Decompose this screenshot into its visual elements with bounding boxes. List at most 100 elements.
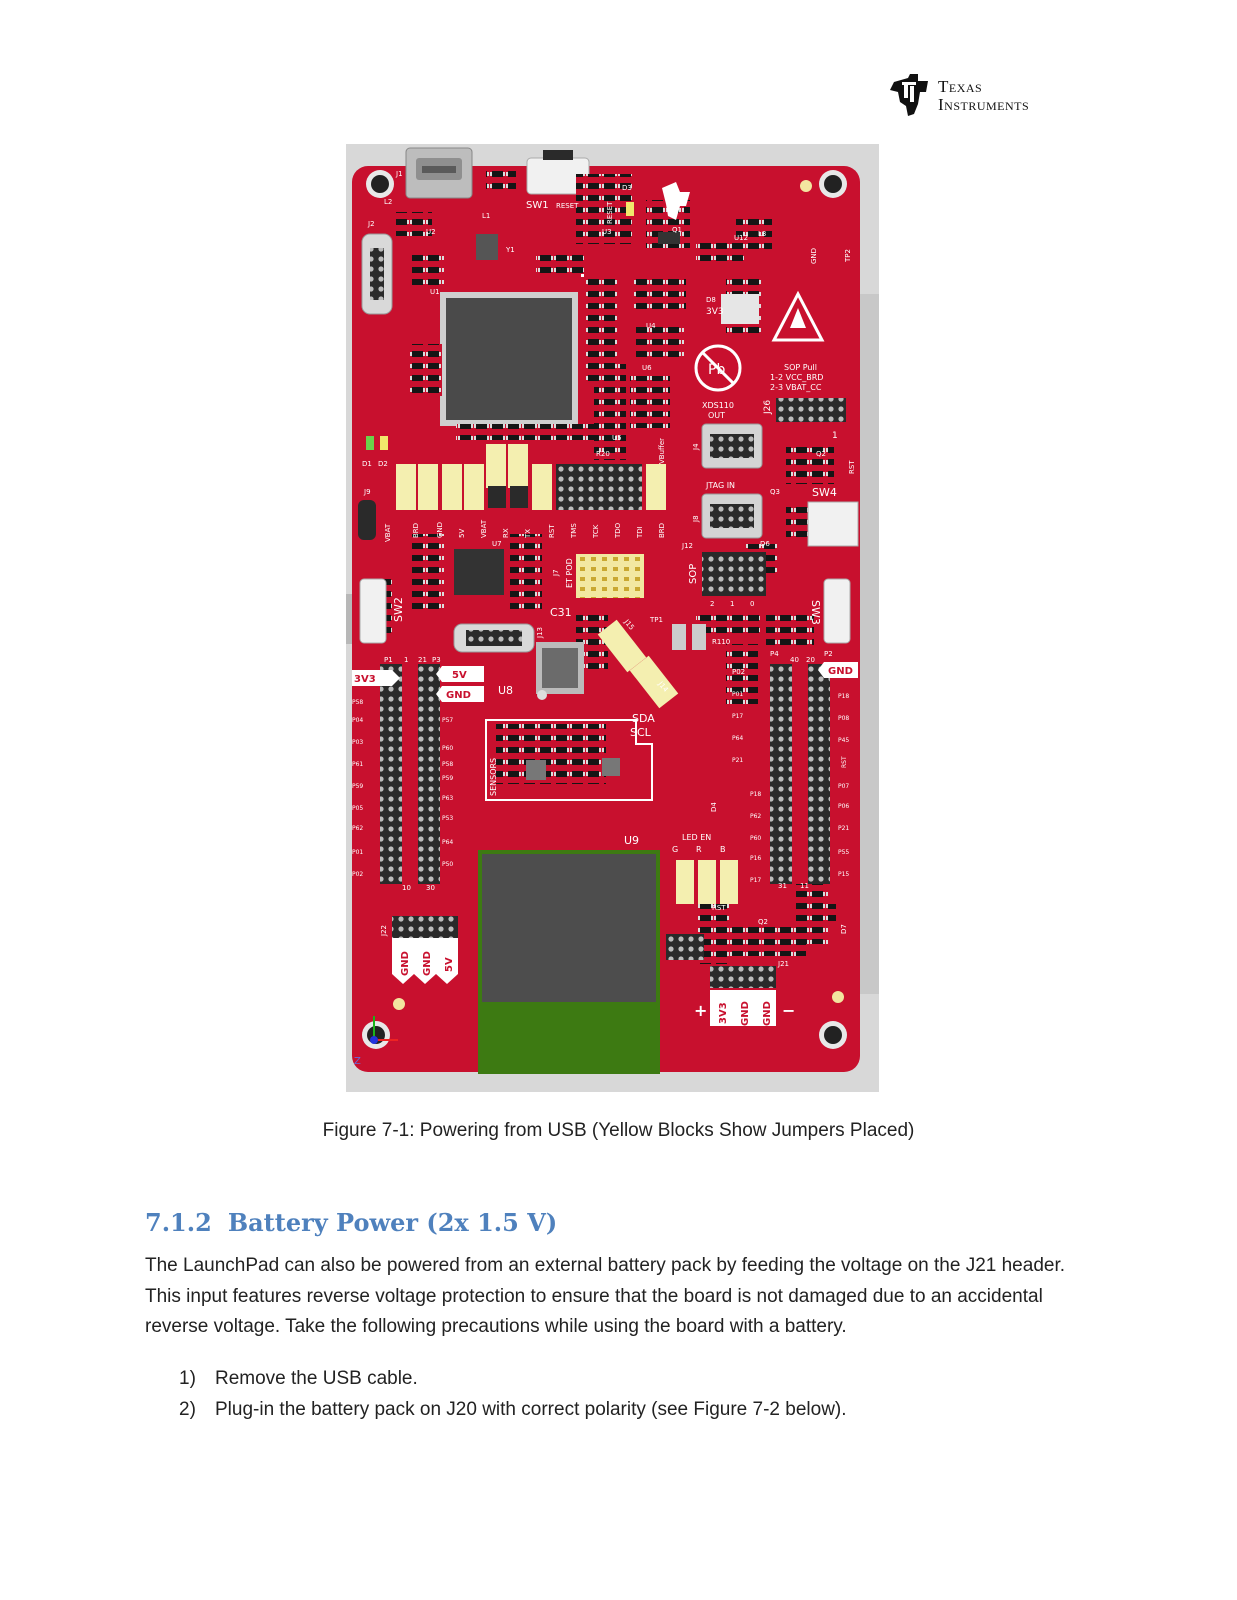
label-right-p15: P15 — [838, 871, 849, 878]
label-j22-gnd-2: GND — [422, 951, 433, 976]
label-pin-tx: TX — [524, 529, 532, 539]
board-figure: J1 L2 U2 L1 SW1 RESET D3 RESET U3 Q1 Y1 … — [346, 144, 879, 1092]
label-p53: P53 — [442, 815, 453, 822]
label-sop-pull: SOP Pull — [784, 363, 817, 372]
tag-3v3 — [352, 670, 400, 686]
mounting-hole-tr — [819, 170, 847, 198]
section-paragraph: The LaunchPad can also be powered from a… — [145, 1255, 1066, 1337]
label-d6: D6 — [760, 540, 770, 548]
label-axis-z: Z — [354, 1056, 361, 1067]
label-u5: U5 — [612, 434, 622, 442]
label-pin-tck: TCK — [592, 524, 600, 539]
list-item-number: 1) — [179, 1368, 196, 1389]
label-j8: J8 — [692, 515, 700, 523]
label-p01: P01 — [352, 849, 363, 856]
label-led-en: LED EN — [682, 833, 711, 842]
label-reset-vertical: RESET — [606, 201, 614, 224]
label-out: OUT — [708, 411, 725, 420]
tag-gnd — [436, 686, 484, 702]
label-right-p18: P18 — [838, 693, 849, 700]
tag-5v — [436, 666, 484, 682]
et-pod-header — [576, 554, 644, 598]
jumper-header-row — [358, 444, 666, 540]
label-u1: U1 — [430, 288, 440, 296]
label-p05: P05 — [352, 805, 363, 812]
axis-gizmo — [370, 1016, 398, 1044]
label-q3: Q3 — [770, 488, 780, 496]
label-jtag-in: JTAG IN — [705, 481, 735, 490]
label-et-pod: ET POD — [565, 558, 574, 588]
esd-warning-symbol — [771, 290, 825, 342]
label-right-rst: RST — [841, 756, 848, 768]
label-u6: U6 — [642, 364, 652, 372]
label-q2: Q2 — [816, 450, 826, 458]
label-u4: U4 — [646, 322, 656, 330]
label-scl: SCL — [630, 726, 652, 739]
label-p4-pin20: 20 — [806, 656, 815, 664]
label-j12: J12 — [681, 542, 693, 550]
ti-logo-icon — [890, 74, 928, 116]
label-p2: P2 — [824, 650, 833, 658]
label-pin11: 11 — [800, 882, 809, 890]
label-p61: P61 — [352, 761, 363, 768]
label-d2: D2 — [378, 460, 388, 468]
launchpad-board-render: J1 L2 U2 L1 SW1 RESET D3 RESET U3 Q1 Y1 … — [346, 147, 879, 1074]
label-p17-right: P17 — [750, 877, 761, 884]
label-sw3: SW3 — [809, 600, 822, 625]
label-sda: SDA — [632, 712, 655, 725]
label-p1-pin21: 21 — [418, 656, 427, 664]
ti-pcb-logo — [662, 182, 690, 220]
label-p1-pin1: 1 — [404, 656, 408, 664]
section-number: 7.1.2 — [145, 1208, 212, 1237]
section-heading: 7.1.2 Battery Power (2x 1.5 V) — [145, 1208, 557, 1237]
label-j21-plus: + — [694, 1001, 707, 1020]
usb-connector — [405, 147, 473, 199]
label-sop-1: 1 — [730, 600, 734, 608]
label-vbat-j9: VBAT — [384, 523, 392, 542]
mounting-hole-tl — [366, 170, 394, 198]
label-j7: J7 — [552, 569, 560, 577]
label-gnd-tp: GND — [810, 248, 818, 264]
label-sw1: SW1 — [526, 200, 549, 211]
label-pin-tdi: TDI — [636, 526, 644, 539]
label-p50: P50 — [442, 861, 453, 868]
label-d7: D7 — [840, 924, 848, 934]
label-pin30: 30 — [426, 884, 435, 892]
label-right-p07: P07 — [838, 783, 849, 790]
label-u2: U2 — [426, 228, 436, 236]
label-pin-rst: RST — [548, 524, 556, 538]
label-j22-gnd-1: GND — [400, 951, 411, 976]
label-sop-1-2: 1-2 VCC_BRD — [770, 373, 823, 382]
label-l3: L3 — [758, 230, 766, 238]
label-p17: P17 — [732, 713, 743, 720]
label-y1: Y1 — [505, 246, 515, 254]
logo-line-1: Texas — [938, 77, 983, 96]
list-item-text: Remove the USB cable. — [215, 1368, 418, 1389]
label-j22: J22 — [380, 925, 388, 937]
label-pin10: 10 — [402, 884, 411, 892]
section-title: Battery Power (2x 1.5 V) — [227, 1208, 558, 1237]
switch-sw4 — [807, 501, 859, 547]
list-item-text: Plug-in the battery pack on J20 with cor… — [215, 1399, 847, 1420]
logo-line-2: Instruments — [938, 95, 1030, 114]
label-u7: U7 — [492, 540, 502, 548]
label-tag-5v: 5V — [452, 670, 467, 681]
label-q1: Q1 — [672, 226, 682, 234]
label-p59: P59 — [352, 783, 363, 790]
label-pb: Pb — [708, 362, 725, 378]
label-l2: L2 — [384, 198, 392, 206]
label-reset: RESET — [556, 202, 579, 210]
label-j21: J21 — [777, 960, 789, 968]
label-right-p45: P45 — [838, 737, 849, 744]
label-pin-brd: BRD — [412, 523, 420, 538]
pb-free-symbol — [694, 344, 742, 392]
label-pin-gnd: GND — [436, 522, 444, 538]
label-sop-2-3: 2-3 VBAT_CC — [770, 383, 822, 392]
label-p60: P60 — [442, 745, 453, 752]
label-right-p06: P06 — [838, 803, 849, 810]
label-j26: J26 — [763, 400, 773, 415]
label-pin-brd-2: BRD — [658, 523, 666, 538]
label-j1: J1 — [395, 170, 403, 178]
label-j21-3v3: 3V3 — [718, 1002, 729, 1024]
label-sw4: SW4 — [812, 486, 837, 499]
